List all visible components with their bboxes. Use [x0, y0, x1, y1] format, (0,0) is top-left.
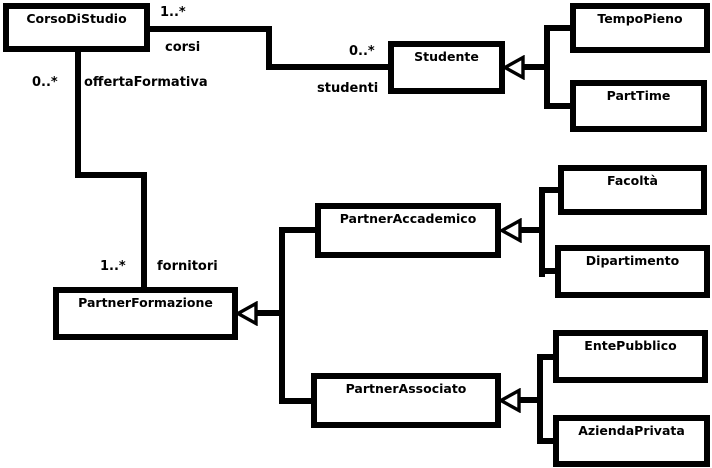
class-name-label: PartTime: [606, 88, 671, 103]
fornitori-role-label: fornitori: [157, 259, 218, 274]
class-partnerformazione: PartnerFormazione: [53, 287, 238, 340]
assoc-offerta-line-h: [75, 172, 147, 178]
gen-accademico-stub-dipartimento: [539, 268, 561, 274]
assoc-offerta-line-v2: [141, 172, 147, 290]
gen-studente-arrow-line: [521, 64, 550, 70]
gen-formazione-stub-accademico: [279, 227, 321, 233]
gen-accademico-arrow-line: [518, 227, 545, 233]
class-facolta: Facoltà: [558, 165, 707, 215]
gen-associato-stub-entepubblico: [537, 354, 559, 360]
gen-formazione-arrowhead: [236, 301, 258, 326]
assoc-offerta-line-v1: [75, 50, 81, 178]
class-name-label: PartnerFormazione: [78, 295, 213, 310]
class-partneraccademico: PartnerAccademico: [315, 203, 501, 258]
class-parttime: PartTime: [570, 80, 707, 132]
class-name-label: PartnerAccademico: [339, 211, 477, 226]
gen-associato-arrow-line: [517, 397, 543, 403]
corsi-end-multiplicity: 1..*: [160, 5, 186, 20]
gen-accademico-stub-facolta: [539, 187, 564, 193]
gen-studente-stub-tempopieno: [544, 25, 576, 31]
class-tempopieno: TempoPieno: [570, 3, 710, 53]
offerta-end-multiplicity: 0..*: [32, 75, 58, 90]
class-name-label: CorsoDiStudio: [26, 11, 127, 26]
corsi-role-label: corsi: [165, 40, 201, 55]
gen-accademico-arrowhead: [500, 218, 522, 243]
class-name-label: Dipartimento: [585, 253, 680, 268]
class-name-label: Studente: [414, 49, 479, 64]
assoc-corsi-line-h2: [266, 64, 392, 70]
class-name-label: TempoPieno: [597, 11, 683, 26]
class-aziendaprivata: AziendaPrivata: [553, 415, 710, 467]
class-name-label: Facoltà: [607, 173, 658, 188]
gen-associato-arrowhead: [499, 388, 521, 413]
gen-formazione-arrow-line: [254, 310, 285, 316]
gen-studente-stub-parttime: [544, 103, 576, 109]
class-studente: Studente: [388, 41, 505, 94]
class-name-label: PartnerAssociato: [345, 381, 467, 396]
fornitori-end-multiplicity: 1..*: [100, 259, 126, 274]
offerta-role-label: offertaFormativa: [84, 75, 208, 90]
class-corsodistudio: CorsoDiStudio: [3, 3, 150, 52]
class-name-label: AziendaPrivata: [578, 423, 685, 438]
assoc-corsi-line-v: [266, 26, 272, 70]
studenti-end-multiplicity: 0..*: [349, 44, 375, 59]
class-dipartimento: Dipartimento: [555, 245, 710, 298]
gen-studente-arrowhead: [503, 55, 525, 80]
studenti-role-label: studenti: [317, 81, 379, 96]
assoc-corsi-line-h1: [148, 26, 272, 32]
class-partnerassociato: PartnerAssociato: [311, 373, 501, 428]
gen-associato-stub-aziendaprivata: [537, 438, 559, 444]
class-name-label: EntePubblico: [584, 338, 677, 353]
gen-formazione-stub-associato: [279, 398, 317, 404]
class-entepubblico: EntePubblico: [553, 330, 708, 383]
